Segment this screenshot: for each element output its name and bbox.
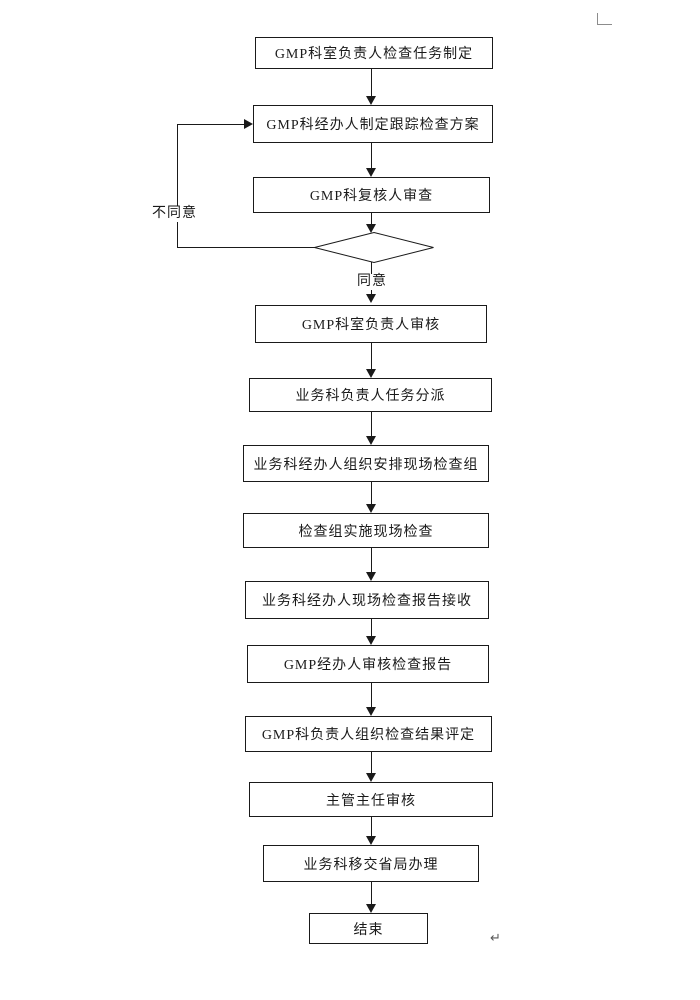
flow-node-task-formulation: GMP科室负责人检查任务制定 bbox=[255, 37, 493, 69]
loop-line-bottom bbox=[177, 247, 316, 248]
connector-line bbox=[371, 343, 372, 369]
flow-node-transfer-to-bureau: 业务科移交省局办理 bbox=[263, 845, 479, 882]
decision-diamond-shape bbox=[314, 232, 434, 263]
connector-line bbox=[371, 882, 372, 904]
loop-line-vertical bbox=[177, 124, 178, 248]
connector-line bbox=[371, 619, 372, 636]
decision-diamond bbox=[314, 232, 434, 263]
connector-line bbox=[371, 548, 372, 572]
margin-corner-mark-horizontal bbox=[597, 24, 612, 25]
connector-line bbox=[371, 69, 372, 96]
flow-node-section-chief-review: GMP科室负责人审核 bbox=[255, 305, 487, 343]
connector-line bbox=[371, 683, 372, 707]
flow-node-result-evaluation: GMP科负责人组织检查结果评定 bbox=[245, 716, 492, 752]
arrowhead-down-icon bbox=[366, 572, 376, 581]
flow-node-report-reception: 业务科经办人现场检查报告接收 bbox=[245, 581, 489, 619]
flow-node-team-arrangement: 业务科经办人组织安排现场检查组 bbox=[243, 445, 489, 482]
arrowhead-right-icon bbox=[244, 119, 253, 129]
flow-node-end: 结束 bbox=[309, 913, 428, 944]
arrowhead-down-icon bbox=[366, 369, 376, 378]
flow-node-director-review: 主管主任审核 bbox=[249, 782, 493, 817]
arrowhead-down-icon bbox=[366, 836, 376, 845]
margin-corner-mark-vertical bbox=[597, 13, 598, 25]
arrowhead-down-icon bbox=[366, 168, 376, 177]
arrowhead-down-icon bbox=[366, 504, 376, 513]
arrowhead-down-icon bbox=[366, 224, 376, 233]
arrowhead-down-icon bbox=[366, 773, 376, 782]
flow-node-task-assignment: 业务科负责人任务分派 bbox=[249, 378, 492, 412]
loop-line-top bbox=[177, 124, 244, 125]
arrowhead-down-icon bbox=[366, 904, 376, 913]
arrowhead-down-icon bbox=[366, 436, 376, 445]
connector-line bbox=[371, 752, 372, 773]
connector-line bbox=[371, 817, 372, 836]
arrowhead-down-icon bbox=[366, 96, 376, 105]
flow-node-onsite-inspection: 检查组实施现场检查 bbox=[243, 513, 489, 548]
flow-node-reviewer-check: GMP科复核人审查 bbox=[253, 177, 490, 213]
connector-line bbox=[371, 412, 372, 436]
arrowhead-down-icon bbox=[366, 294, 376, 303]
edge-label-disagree: 不同意 bbox=[151, 206, 198, 222]
edge-label-agree: 同意 bbox=[356, 274, 388, 290]
arrowhead-down-icon bbox=[366, 636, 376, 645]
flow-node-report-review: GMP经办人审核检查报告 bbox=[247, 645, 489, 683]
connector-line bbox=[371, 143, 372, 168]
connector-line bbox=[371, 213, 372, 224]
flow-node-plan-formulation: GMP科经办人制定跟踪检查方案 bbox=[253, 105, 493, 143]
paragraph-return-mark: ↵ bbox=[490, 931, 501, 946]
arrowhead-down-icon bbox=[366, 707, 376, 716]
connector-line bbox=[371, 482, 372, 504]
